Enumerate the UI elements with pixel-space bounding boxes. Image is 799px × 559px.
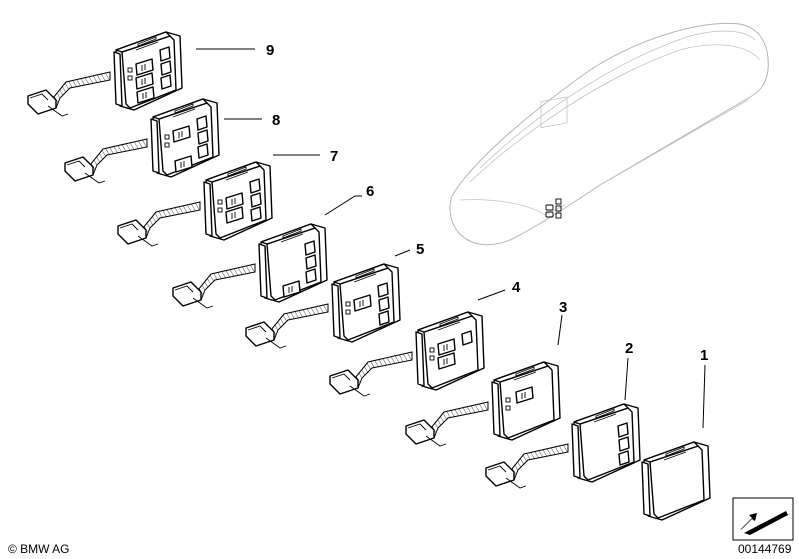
switch-module-8	[64, 98, 220, 184]
button-cluster	[505, 386, 534, 411]
ribbon-cable	[117, 201, 201, 247]
switch-module-3	[405, 361, 561, 447]
module-housing	[571, 403, 641, 483]
switch-module-9	[27, 31, 183, 117]
ribbon-cable	[245, 303, 329, 349]
callout-labels: 9 8 7 6 5 4 3 2 1	[266, 42, 708, 364]
callout-9: 9	[266, 42, 274, 59]
switch-module-5	[245, 263, 401, 349]
leader-lines	[196, 48, 706, 429]
ribbon-cable	[329, 351, 413, 397]
callout-7: 7	[330, 148, 338, 165]
callout-3: 3	[559, 299, 567, 316]
switch-modules	[27, 31, 711, 521]
switch-module-4	[329, 311, 485, 397]
direction-arrow-icon	[732, 497, 794, 541]
callout-8: 8	[272, 112, 280, 129]
image-number: 00144769	[738, 542, 792, 556]
switch-module-7	[117, 161, 273, 247]
module-housing	[641, 441, 711, 521]
ribbon-cable	[64, 138, 148, 184]
ribbon-cable	[485, 443, 569, 489]
switch-module-1	[641, 441, 711, 521]
module-housing	[491, 361, 561, 441]
button-cluster	[127, 46, 172, 104]
button-cluster	[345, 282, 390, 326]
ribbon-cable	[172, 263, 256, 309]
button-cluster	[617, 422, 630, 466]
copyright-text: © BMW AG	[8, 542, 70, 556]
switch-module-2	[485, 403, 641, 489]
button-cluster	[282, 240, 317, 298]
callout-5: 5	[416, 241, 424, 258]
callout-1: 1	[700, 347, 708, 364]
ribbon-cable	[405, 401, 489, 447]
ribbon-cable	[27, 71, 111, 117]
button-cluster	[217, 178, 262, 224]
button-cluster	[164, 115, 209, 173]
callout-2: 2	[625, 340, 633, 357]
callout-4: 4	[512, 279, 521, 296]
center-console	[449, 22, 769, 246]
switch-module-6	[172, 223, 328, 309]
button-cluster	[429, 330, 473, 370]
callout-6: 6	[366, 183, 374, 200]
